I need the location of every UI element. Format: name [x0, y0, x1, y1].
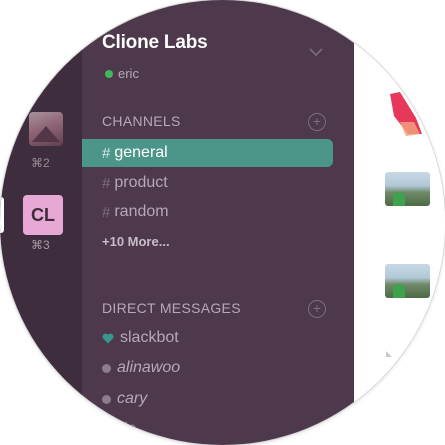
channel-sidebar: Clione Labs eric CHANNELS + # general # …: [82, 0, 354, 445]
team-shortcut-label: ⌘3: [31, 238, 50, 252]
hash-icon: #: [102, 174, 111, 192]
presence-away-icon: [102, 363, 111, 373]
more-channels-link[interactable]: +10 More...: [102, 234, 170, 249]
chevron-down-icon[interactable]: [308, 44, 324, 60]
message-marker: [386, 351, 392, 357]
team-tile-clione-labs[interactable]: CL: [23, 195, 63, 235]
dm-cary[interactable]: cary: [102, 390, 147, 408]
direct-messages-header[interactable]: DIRECT MESSAGES: [102, 300, 241, 316]
channel-name: random: [114, 203, 169, 220]
avatar[interactable]: [385, 264, 430, 298]
message-pane: [354, 0, 445, 445]
active-team-indicator: [0, 197, 4, 233]
dm-name: slackbot: [120, 329, 179, 346]
heart-icon: [102, 333, 114, 343]
channels-header[interactable]: CHANNELS: [102, 113, 181, 129]
current-user[interactable]: eric: [105, 66, 139, 81]
hash-icon: #: [102, 144, 111, 162]
avatar[interactable]: [385, 172, 430, 206]
dm-name: alinawoo: [117, 359, 181, 376]
channel-product[interactable]: # product: [82, 169, 333, 197]
slack-logo-icon: [390, 92, 422, 136]
channel-name: product: [114, 174, 168, 191]
presence-away-icon: [102, 394, 111, 404]
add-channel-button[interactable]: +: [308, 113, 326, 131]
dm-name: ...ble: [102, 420, 137, 437]
user-name: eric: [118, 66, 139, 81]
add-dm-button[interactable]: +: [308, 300, 326, 318]
hash-icon: #: [102, 203, 111, 221]
channel-name: general: [114, 144, 168, 161]
dm-name: cary: [117, 390, 148, 407]
channel-general[interactable]: # general: [82, 139, 333, 167]
dm-cut-off[interactable]: ...ble: [102, 420, 137, 438]
team-shortcut-label: ⌘2: [31, 156, 50, 170]
team-name[interactable]: Clione Labs: [102, 32, 208, 53]
presence-online-icon: [105, 69, 113, 78]
dm-slackbot[interactable]: slackbot: [102, 329, 179, 347]
team-tile-other[interactable]: [29, 112, 63, 146]
channel-random[interactable]: # random: [82, 198, 333, 226]
dm-alinawoo[interactable]: alinawoo: [102, 359, 180, 377]
team-switcher: ⌘2 CL ⌘3: [0, 0, 82, 445]
